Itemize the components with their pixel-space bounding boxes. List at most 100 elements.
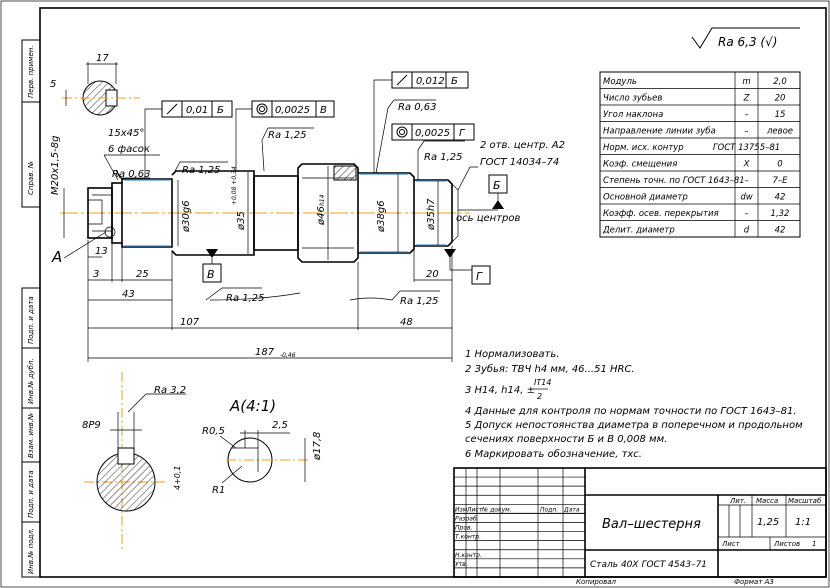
dim-d46: ø46 — [316, 206, 327, 226]
gear-param-value: 0 — [777, 160, 782, 170]
gear-param-value: 42 — [775, 193, 786, 203]
ra-32: Ra 3,2 — [154, 385, 186, 396]
ra-125-a: Ra 1,25 — [182, 165, 221, 176]
tol-left-value: 0,01 — [186, 105, 208, 116]
gear-param-symbol: – — [744, 110, 748, 120]
gear-param-name: Степень точн. по ГОСТ 1643–81 — [603, 176, 745, 186]
gear-param-symbol: – — [744, 127, 748, 137]
dim-3: 3 — [93, 269, 99, 280]
centers-text: 2 отв. центр. А2 — [480, 140, 565, 151]
dim-d46-tol: h14 — [319, 194, 326, 206]
gear-param-value: 15 — [775, 110, 786, 120]
tb-scale: 1:1 — [795, 517, 811, 528]
gear-param-value: 1,32 — [771, 209, 790, 219]
note-3-num: IT14 — [534, 378, 551, 387]
tb-col-mass: Масса — [756, 497, 778, 505]
tb-col-lit: Лит. — [729, 497, 746, 505]
ra-063-left: Ra 0,63 — [112, 169, 151, 180]
gear-param-symbol: – — [744, 209, 748, 219]
tb-mass: 1,25 — [757, 517, 779, 528]
detail-a-title: А(4:1) — [229, 397, 276, 415]
gear-param-symbol: ГОСТ 13755–81 — [713, 143, 780, 153]
dim-d38: ø38g6 — [376, 200, 387, 233]
tb-col-scale: Масштаб — [788, 497, 822, 505]
ra-063-top: Ra 0,63 — [398, 102, 437, 113]
dim-thread: M20x1,5-8g — [50, 136, 61, 196]
base-g: Г — [476, 270, 483, 283]
note-3-den: 2 — [537, 392, 542, 401]
dim-25: 25 — [136, 269, 149, 280]
dim-r1: R1 — [212, 485, 225, 496]
gear-param-name: Норм. исх. контур — [603, 143, 684, 153]
dim-13: 13 — [95, 246, 108, 257]
footer-format: Формат А3 — [734, 578, 774, 586]
callout-a: А — [51, 231, 107, 266]
tb-role-cell: Разраб. — [455, 515, 479, 522]
stamp-orig-inv: Инв.№ подл. — [27, 528, 35, 574]
dim-107: 107 — [180, 317, 200, 328]
chamfer-count: 6 фасок — [108, 144, 150, 155]
inner-frame — [39, 7, 827, 578]
key-section-top: 17 5 — [50, 53, 140, 116]
note-5: 5 Допуск непостоянства диаметра в попере… — [465, 420, 803, 431]
gear-param-name: Модуль — [603, 77, 637, 87]
gear-param-value: 7–Е — [772, 176, 788, 186]
general-roughness: Ra 6,3 (√) — [691, 27, 800, 49]
length-dims: 3 25 43 107 187 -0,46 48 20 13 — [87, 240, 453, 362]
gear-param-value: 2,0 — [773, 77, 787, 87]
tol-r1-base: Б — [451, 76, 458, 87]
tech-notes: 1 Нормализовать. 2 Зубья: ТВЧ h4 мм, 46.… — [465, 349, 803, 460]
tb-sheets-label: Листов — [773, 540, 800, 548]
note-5b: сечениях поверхности Б и В 0,008 мм. — [465, 434, 667, 445]
ra-125-d: Ra 1,25 — [226, 293, 265, 304]
datum-bases: В Г Б — [202, 174, 508, 285]
gear-param-value: левое — [766, 127, 793, 137]
gear-param-name: Угол наклона — [603, 110, 663, 120]
footer-copy: Копировал — [576, 578, 617, 586]
tb-role-cell: Т.контр. — [455, 534, 481, 541]
chamfer-note: 15x45° 6 фасок — [103, 128, 160, 181]
stamp-ref-no: Справ. № — [27, 161, 35, 195]
detail-a: А(4:1) 2,5 R0,5 R1 ø17,8 — [202, 397, 323, 496]
stamp-sign-date: Подп. и дата — [27, 296, 35, 344]
gear-param-symbol: d — [744, 226, 750, 236]
gear-param-symbol: m — [742, 77, 750, 87]
gear-param-name: Направление линии зуба — [603, 127, 716, 137]
tol-r1-value: 0,012 — [416, 76, 445, 87]
tb-material: Сталь 40Х ГОСТ 4543–71 — [590, 560, 707, 570]
tol-r2-value: 0,0025 — [415, 128, 450, 139]
tb-header-cell: Лист — [466, 506, 483, 513]
dim-d35-tol: +0,08 +0,34 — [231, 166, 238, 205]
gear-param-symbol: Z — [743, 94, 750, 104]
centers-gost: ГОСТ 14034–74 — [480, 157, 559, 168]
dim-d178: ø17,8 — [312, 432, 323, 461]
tolerance-frames: 0,01 Б 0,0025 В 0,012 Б 0,0025 Г — [144, 71, 475, 179]
tol-left-base: Б — [217, 105, 224, 116]
dim-d30: ø30g6 — [181, 200, 192, 233]
tol-r2-base: Г — [459, 128, 466, 139]
centers-note: 2 отв. центр. А2 ГОСТ 14034–74 ось центр… — [456, 140, 565, 224]
dim-key-4: 4+0,1 — [173, 465, 182, 490]
dim-r05: R0,5 — [202, 426, 225, 437]
tb-header-cell: Изм. — [455, 506, 469, 513]
gear-param-name: Коэф. смещения — [603, 160, 677, 170]
dim-d35h7: ø35h7 — [426, 198, 437, 231]
left-stamps: Перв. примен. Справ. № Подп. и дата Инв.… — [21, 39, 41, 578]
stamp-dup-inv: Инв.№ дубл. — [27, 358, 35, 404]
dim-5: 5 — [50, 79, 56, 90]
note-6: 6 Маркировать обозначение, тхс. — [465, 448, 642, 460]
gear-param-name: Коэфф. осев. перекрытия — [603, 209, 719, 219]
stamp-sign-date-2: Подп. и дата — [27, 470, 35, 518]
ra-125-b: Ra 1,25 — [268, 130, 307, 141]
gear-param-value: 20 — [775, 94, 786, 104]
dim-20: 20 — [426, 269, 439, 280]
stamp-first-use: Перв. примен. — [27, 45, 35, 98]
diameter-dims: ø30g6 ø35 +0,08 +0,34 ø46 h14 ø38g6 ø35h… — [50, 136, 439, 260]
gear-param-symbol: dw — [740, 193, 752, 203]
tb-sheet: Лист — [721, 540, 741, 548]
dim-key-8p9: 8Р9 — [82, 420, 101, 431]
ra-125-e: Ra 1,25 — [400, 296, 439, 307]
